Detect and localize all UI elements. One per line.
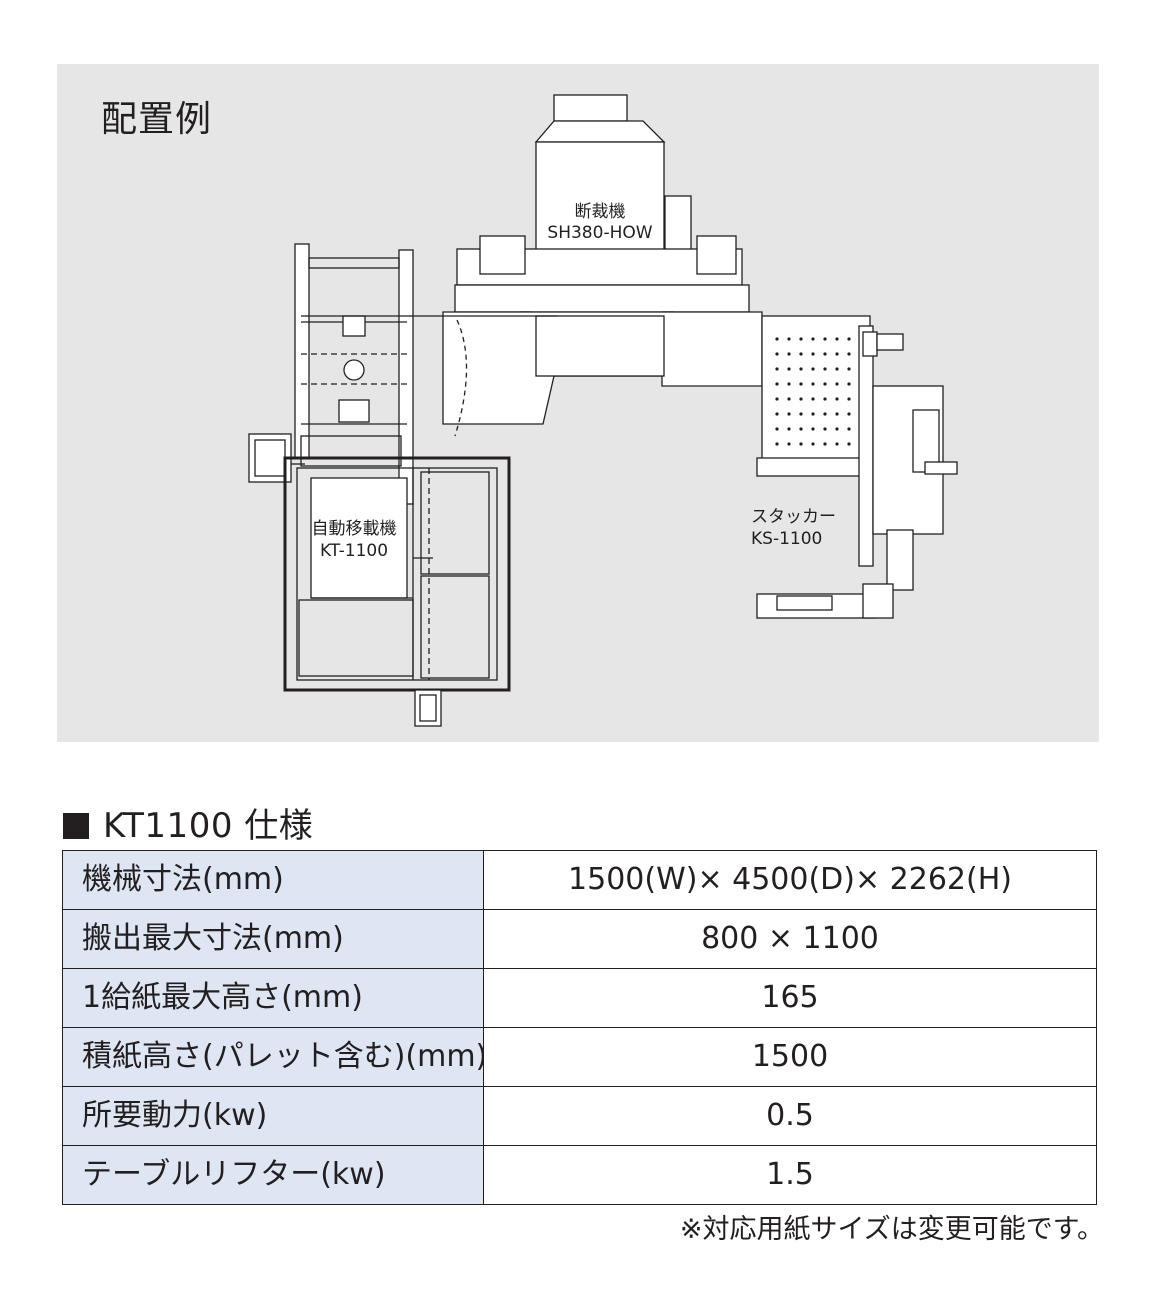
spec-value: 0.5 xyxy=(483,1086,1097,1146)
layout-drawing: 断裁機 SH380-HOW 自動移載機 KT-1100 スタッカー KS-110… xyxy=(248,94,958,727)
table-row: 1給紙最大高さ(mm) 165 xyxy=(62,968,1097,1028)
auto-transfer-drawing xyxy=(248,243,557,727)
table-row: テーブルリフター(kw) 1.5 xyxy=(62,1145,1097,1205)
footnote: ※対応用紙サイズは変更可能です。 xyxy=(679,1214,1104,1245)
layout-title: 配置例 xyxy=(101,99,213,140)
layout-example-panel: 配置例 xyxy=(57,64,1099,742)
table-row: 搬出最大寸法(mm) 800 × 1100 xyxy=(62,909,1097,969)
transfer-model-label: KT-1100 xyxy=(320,541,388,561)
table-row: 機械寸法(mm) 1500(W)× 4500(D)× 2262(H) xyxy=(62,850,1097,910)
table-row: 積紙高さ(パレット含む)(mm) 1500 xyxy=(62,1027,1097,1087)
table-row: 所要動力(kw) 0.5 xyxy=(62,1086,1097,1146)
spec-value: 1500 xyxy=(483,1027,1097,1087)
stacker-name-label: スタッカー xyxy=(751,507,836,527)
spec-label: 所要動力(kw) xyxy=(62,1086,484,1146)
spec-table: 機械寸法(mm) 1500(W)× 4500(D)× 2262(H) 搬出最大寸… xyxy=(62,850,1097,1205)
heading-square-marker xyxy=(63,813,89,839)
spec-label: テーブルリフター(kw) xyxy=(62,1145,484,1205)
spec-label: 機械寸法(mm) xyxy=(62,850,484,910)
transfer-name-label: 自動移載機 xyxy=(312,519,397,539)
spec-heading: KT1100 仕様 xyxy=(63,806,313,846)
spec-value: 165 xyxy=(483,968,1097,1028)
cutter-name-label: 断裁機 xyxy=(575,202,626,222)
spec-label: 1給紙最大高さ(mm) xyxy=(62,968,484,1028)
cutter-machine-drawing xyxy=(442,94,763,437)
stacker-model-label: KS-1100 xyxy=(751,529,822,549)
spec-value: 800 × 1100 xyxy=(483,909,1097,969)
spec-value: 1.5 xyxy=(483,1145,1097,1205)
spec-heading-text: KT1100 仕様 xyxy=(103,806,314,846)
spec-value: 1500(W)× 4500(D)× 2262(H) xyxy=(483,850,1097,910)
spec-label: 積紙高さ(パレット含む)(mm) xyxy=(62,1027,484,1087)
cutter-model-label: SH380-HOW xyxy=(547,223,652,243)
stacker-machine-drawing xyxy=(756,315,958,619)
spec-label: 搬出最大寸法(mm) xyxy=(62,909,484,969)
